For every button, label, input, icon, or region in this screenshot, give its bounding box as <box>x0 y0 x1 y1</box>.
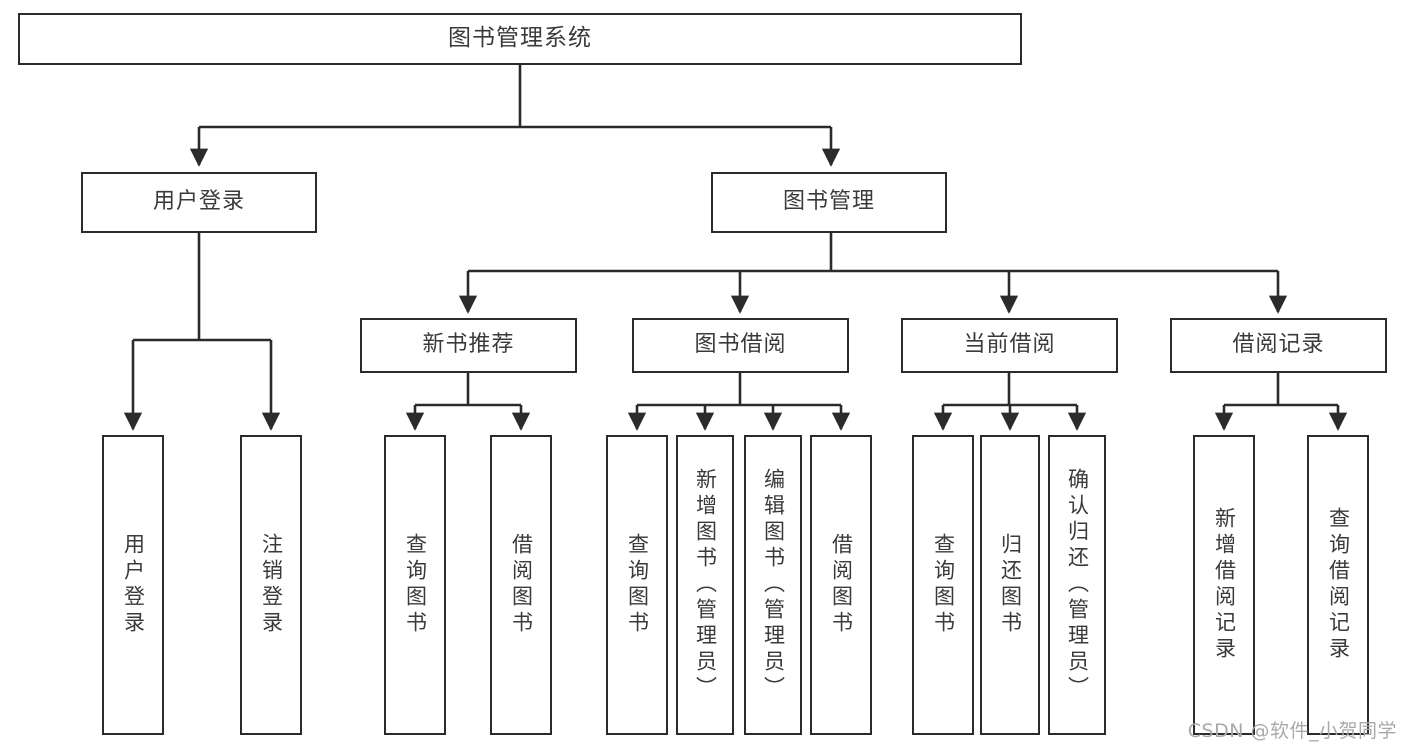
node-user-login[interactable]: 用户登录 <box>81 172 317 233</box>
leaf-current-query-book[interactable]: 查询图书 <box>912 435 974 735</box>
node-label: 新书推荐 <box>422 332 515 358</box>
node-label: 归还图书 <box>998 533 1023 637</box>
node-label: 查询图书 <box>931 533 956 637</box>
leaf-user-login-signout[interactable]: 注销登录 <box>240 435 302 735</box>
node-book-management[interactable]: 图书管理 <box>711 172 947 233</box>
node-label: 查询图书 <box>403 533 428 637</box>
node-label: 图书借阅 <box>694 332 787 358</box>
node-label: 用户登录 <box>152 189 245 215</box>
node-borrowing-records[interactable]: 借阅记录 <box>1170 318 1387 373</box>
node-root-book-management-system[interactable]: 图书管理系统 <box>18 13 1022 65</box>
node-label: 图书管理系统 <box>448 25 592 52</box>
leaf-borrow-edit-book-admin[interactable]: 编辑图书（管理员） <box>744 435 802 735</box>
leaf-borrow-query-book[interactable]: 查询图书 <box>606 435 668 735</box>
node-label: 编辑图书（管理员） <box>761 468 786 702</box>
node-new-book-recommendation[interactable]: 新书推荐 <box>360 318 577 373</box>
node-label: 注销登录 <box>259 533 284 637</box>
leaf-record-query-record[interactable]: 查询借阅记录 <box>1307 435 1369 735</box>
leaf-current-confirm-return-admin[interactable]: 确认归还（管理员） <box>1048 435 1106 735</box>
node-label: 查询借阅记录 <box>1326 507 1351 663</box>
csdn-watermark: CSDN @软件_小贺同学 <box>1187 720 1397 742</box>
leaf-new-book-borrow[interactable]: 借阅图书 <box>490 435 552 735</box>
node-label: 确认归还（管理员） <box>1065 468 1090 702</box>
node-label: 用户登录 <box>121 533 146 637</box>
leaf-user-login-signin[interactable]: 用户登录 <box>102 435 164 735</box>
leaf-new-book-query[interactable]: 查询图书 <box>384 435 446 735</box>
leaf-current-return-book[interactable]: 归还图书 <box>980 435 1040 735</box>
node-label: 新增图书（管理员） <box>693 468 718 702</box>
node-book-borrowing[interactable]: 图书借阅 <box>632 318 849 373</box>
leaf-borrow-add-book-admin[interactable]: 新增图书（管理员） <box>676 435 734 735</box>
node-label: 当前借阅 <box>963 332 1056 358</box>
leaf-borrow-borrow-book[interactable]: 借阅图书 <box>810 435 872 735</box>
node-current-borrowing[interactable]: 当前借阅 <box>901 318 1118 373</box>
node-label: 新增借阅记录 <box>1212 507 1237 663</box>
node-label: 图书管理 <box>782 189 875 215</box>
leaf-record-add-record[interactable]: 新增借阅记录 <box>1193 435 1255 735</box>
node-label: 查询图书 <box>625 533 650 637</box>
node-label: 借阅图书 <box>829 533 854 637</box>
node-label: 借阅记录 <box>1232 332 1325 358</box>
node-label: 借阅图书 <box>509 533 534 637</box>
